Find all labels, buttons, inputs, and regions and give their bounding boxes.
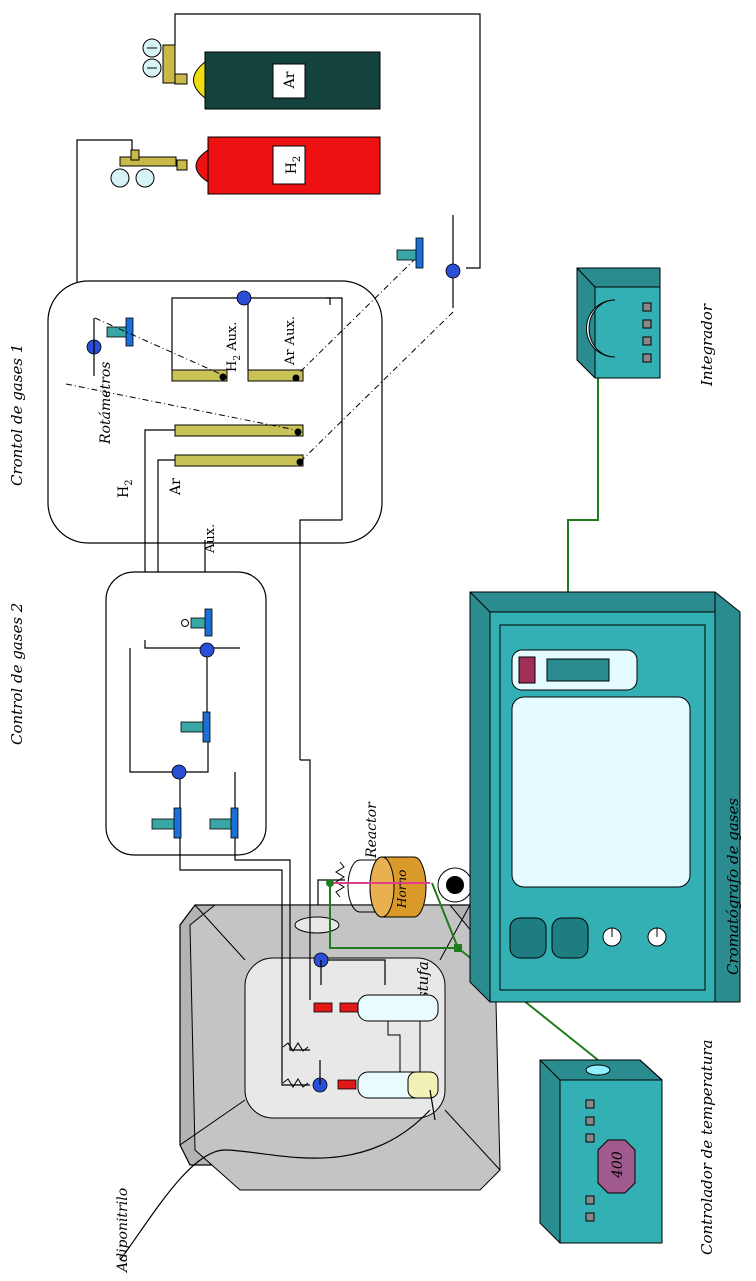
- rotameter-ar: [174, 454, 304, 467]
- integrator-label: Integrador: [698, 303, 716, 387]
- chromatograph-label: Cromatógrafo de gases: [724, 798, 742, 975]
- aux-line-label: Aux.: [203, 524, 218, 554]
- valve-control2-bottom[interactable]: [171, 764, 187, 780]
- ar-cylinder: Ar: [193, 51, 381, 110]
- h2-line-label: H2: [116, 479, 135, 498]
- needle-valve-c2-a[interactable]: [181, 608, 213, 637]
- temp-controller-label: Controlador de temperatura: [698, 1040, 716, 1255]
- estufa-oven: Estufa: [179, 904, 501, 1191]
- h2-regulator: [110, 149, 188, 188]
- horno-label: Horno: [395, 870, 409, 909]
- red-valve-2[interactable]: [339, 1002, 359, 1013]
- lines-to-estufa: [179, 759, 311, 905]
- temperature-controller: 400: [539, 1059, 663, 1244]
- gas-chromatograph: [469, 591, 741, 1003]
- gas-control-2-title: Control de gases 2: [8, 603, 26, 745]
- reactor-label: Reactor: [364, 801, 380, 859]
- gas-control-2-panel: Control de gases 2: [8, 571, 267, 856]
- gc-button-1[interactable]: [509, 917, 547, 959]
- horno-furnace: Horno: [330, 856, 430, 918]
- rotameter-h2-aux: [171, 369, 228, 382]
- ar-regulator: [142, 38, 188, 85]
- temp-display: 400: [610, 1151, 626, 1179]
- ar-aux-label: Ar Aux.: [283, 316, 298, 366]
- rotameter-h2: [174, 424, 304, 437]
- needle-valve-c2-c[interactable]: [151, 807, 182, 839]
- ar-shutoff-valve[interactable]: [396, 237, 461, 279]
- gas-control-1-panel: Crontol de gases 1 Rotámetros H2 Aux. Ar…: [8, 257, 454, 544]
- valve-control2-top[interactable]: [199, 642, 215, 658]
- h2-tank-label: H2: [284, 156, 303, 175]
- rotameter-ar-aux: [247, 369, 304, 382]
- ar-line-label: Ar: [168, 478, 184, 496]
- red-valve-1[interactable]: [313, 1002, 333, 1013]
- needle-valve-c2-b[interactable]: [180, 711, 211, 743]
- thermocouple-wires: [326, 360, 599, 1061]
- gc-button-2[interactable]: [551, 917, 589, 959]
- ar-tank-label: Ar: [282, 71, 298, 89]
- integrator: [576, 267, 661, 379]
- gas-control-1-title: Crontol de gases 1: [8, 344, 26, 486]
- adiponitrilo-pointer: [119, 1109, 431, 1261]
- needle-valve-control1[interactable]: [106, 317, 134, 347]
- rotameters-label: Rotámetros: [98, 362, 114, 445]
- adiponitrilo-label: Adiponitrilo: [115, 1188, 131, 1274]
- h2-aux-label: H2 Aux.: [225, 322, 243, 372]
- h2-cylinder: H2: [195, 136, 381, 195]
- red-valve-3[interactable]: [337, 1079, 357, 1090]
